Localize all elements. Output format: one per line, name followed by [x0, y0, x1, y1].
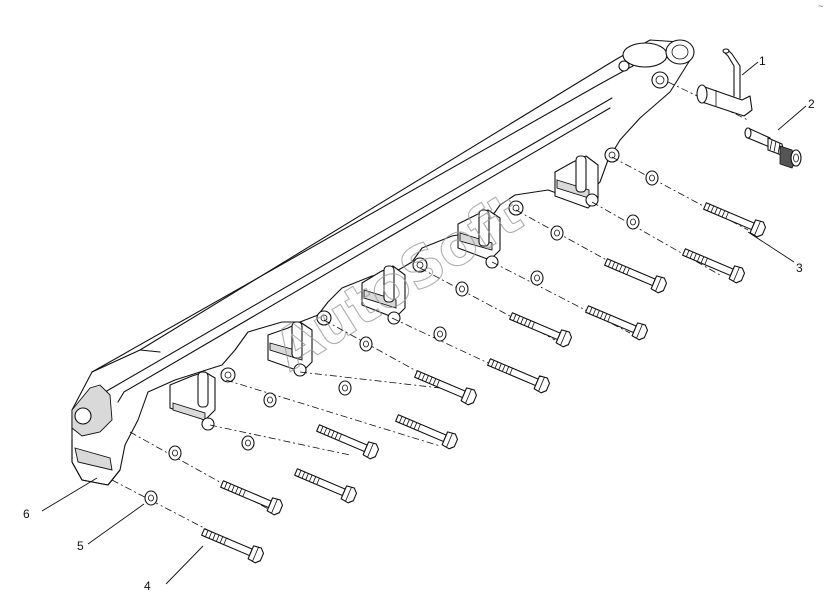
exhaust-port-2 — [267, 310, 332, 377]
bolt — [602, 254, 669, 295]
washer — [530, 270, 544, 286]
washer — [241, 435, 255, 451]
washer — [338, 380, 352, 396]
callout-3: 3 — [796, 261, 803, 275]
manifold-body — [71, 39, 695, 486]
callout-1: 1 — [759, 54, 766, 68]
bolt — [393, 410, 460, 451]
washer — [455, 281, 469, 297]
callout-6: 6 — [23, 507, 30, 521]
exhaust-port-3 — [361, 257, 428, 325]
callout-2: 2 — [808, 97, 815, 111]
bolt — [412, 366, 479, 407]
callouts: 1 2 3 4 5 6 — [23, 54, 815, 593]
washer — [168, 445, 182, 461]
washer — [433, 326, 447, 342]
bolt — [485, 354, 552, 395]
washer — [144, 490, 158, 506]
bolt — [292, 464, 359, 505]
bolt — [507, 308, 574, 349]
corner-mark: ~ — [818, 1, 823, 11]
bolt — [218, 476, 285, 517]
exhaust-port-1 — [169, 367, 236, 431]
washer — [263, 392, 277, 408]
bolt — [199, 524, 266, 565]
exhaust-port-4 — [457, 200, 524, 269]
tube-adapter — [696, 48, 753, 117]
washer — [645, 170, 659, 186]
leader-lines — [41, 61, 807, 585]
washers — [144, 170, 659, 506]
temperature-sensor — [744, 127, 802, 169]
washer — [550, 225, 564, 241]
callout-4: 4 — [144, 579, 151, 593]
washer — [626, 214, 640, 230]
bolt — [680, 244, 747, 285]
washer — [359, 336, 373, 352]
bolt — [583, 301, 650, 342]
callout-5: 5 — [77, 539, 84, 553]
bolt — [701, 198, 768, 239]
exhaust-port-5 — [554, 147, 620, 209]
